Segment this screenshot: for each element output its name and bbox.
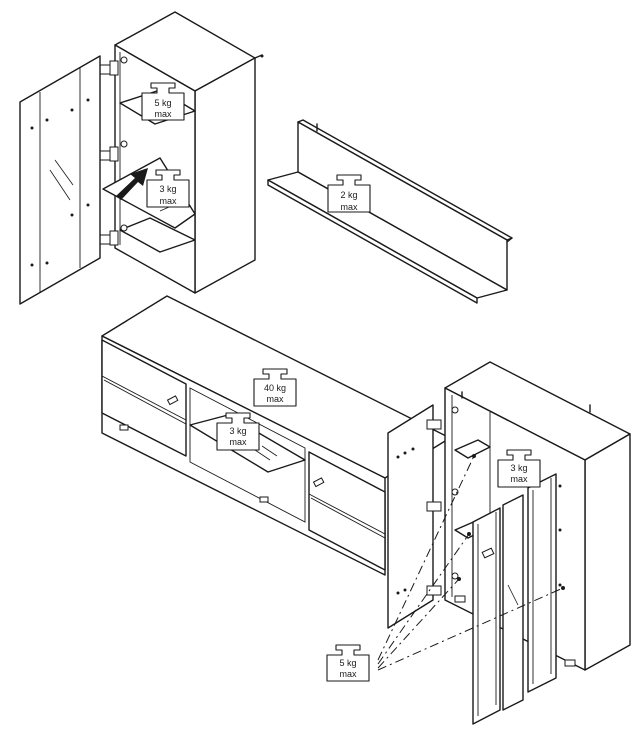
wall-shelf <box>267 119 513 304</box>
weight-tag-right-cab-doors: 5 kg max <box>326 644 370 682</box>
weight-load-text: 5 kg <box>339 658 356 668</box>
leader-lines <box>377 455 564 671</box>
weight-tag-icon <box>497 449 541 488</box>
handle-icon <box>481 547 495 559</box>
weight-tag-icon <box>146 169 190 208</box>
weight-tag-icon <box>216 412 260 451</box>
cabinet-door <box>19 55 101 305</box>
handle-icon <box>312 477 325 488</box>
tall-cabinet-side <box>584 433 631 671</box>
tall-cabinet <box>387 361 631 725</box>
weight-unit-text: max <box>510 474 528 484</box>
weight-tag-wall-shelf: 2 kg max <box>327 174 371 213</box>
weight-tag-cab-top-shelf: 5 kg max <box>141 82 185 121</box>
weight-tag-tv-glass-shelf: 3 kg max <box>216 412 260 451</box>
weight-load-text: 3 kg <box>510 463 527 473</box>
weight-tag-tv-top: 40 kg max <box>253 368 297 407</box>
hinge-icon <box>426 572 459 596</box>
hinge-icon <box>426 406 459 430</box>
weight-load-text: 2 kg <box>340 190 357 200</box>
weight-tag-icon <box>141 82 185 121</box>
lowboard-drawer-right <box>308 451 386 571</box>
weight-unit-text: max <box>340 202 358 212</box>
weight-load-text: 3 kg <box>159 184 176 194</box>
tall-cabinet-door-right <box>472 473 562 725</box>
weight-unit-text: max <box>154 109 172 119</box>
weight-load-text: 40 kg <box>264 383 286 393</box>
small-cabinet <box>19 11 264 305</box>
arrow-icon <box>116 168 148 200</box>
handle-icon <box>166 395 179 406</box>
weight-unit-text: max <box>266 394 284 404</box>
weight-tag-right-cab-shelf: 3 kg max <box>497 449 541 488</box>
hinge-icon <box>95 140 128 162</box>
weight-tag-icon <box>327 174 371 213</box>
weight-unit-text: max <box>159 196 177 206</box>
weight-tag-icon <box>326 644 370 682</box>
hinge-icon <box>426 488 459 512</box>
weight-load-text: 3 kg <box>229 426 246 436</box>
weight-tag-cab-glass-shelf: 3 kg max <box>146 169 190 208</box>
weight-unit-text: max <box>339 669 357 679</box>
weight-load-text: 5 kg <box>154 98 171 108</box>
tall-cabinet-door-left <box>387 404 434 629</box>
cabinet-side <box>194 57 256 294</box>
weight-tag-icon <box>253 368 297 407</box>
weight-unit-text: max <box>229 437 247 447</box>
